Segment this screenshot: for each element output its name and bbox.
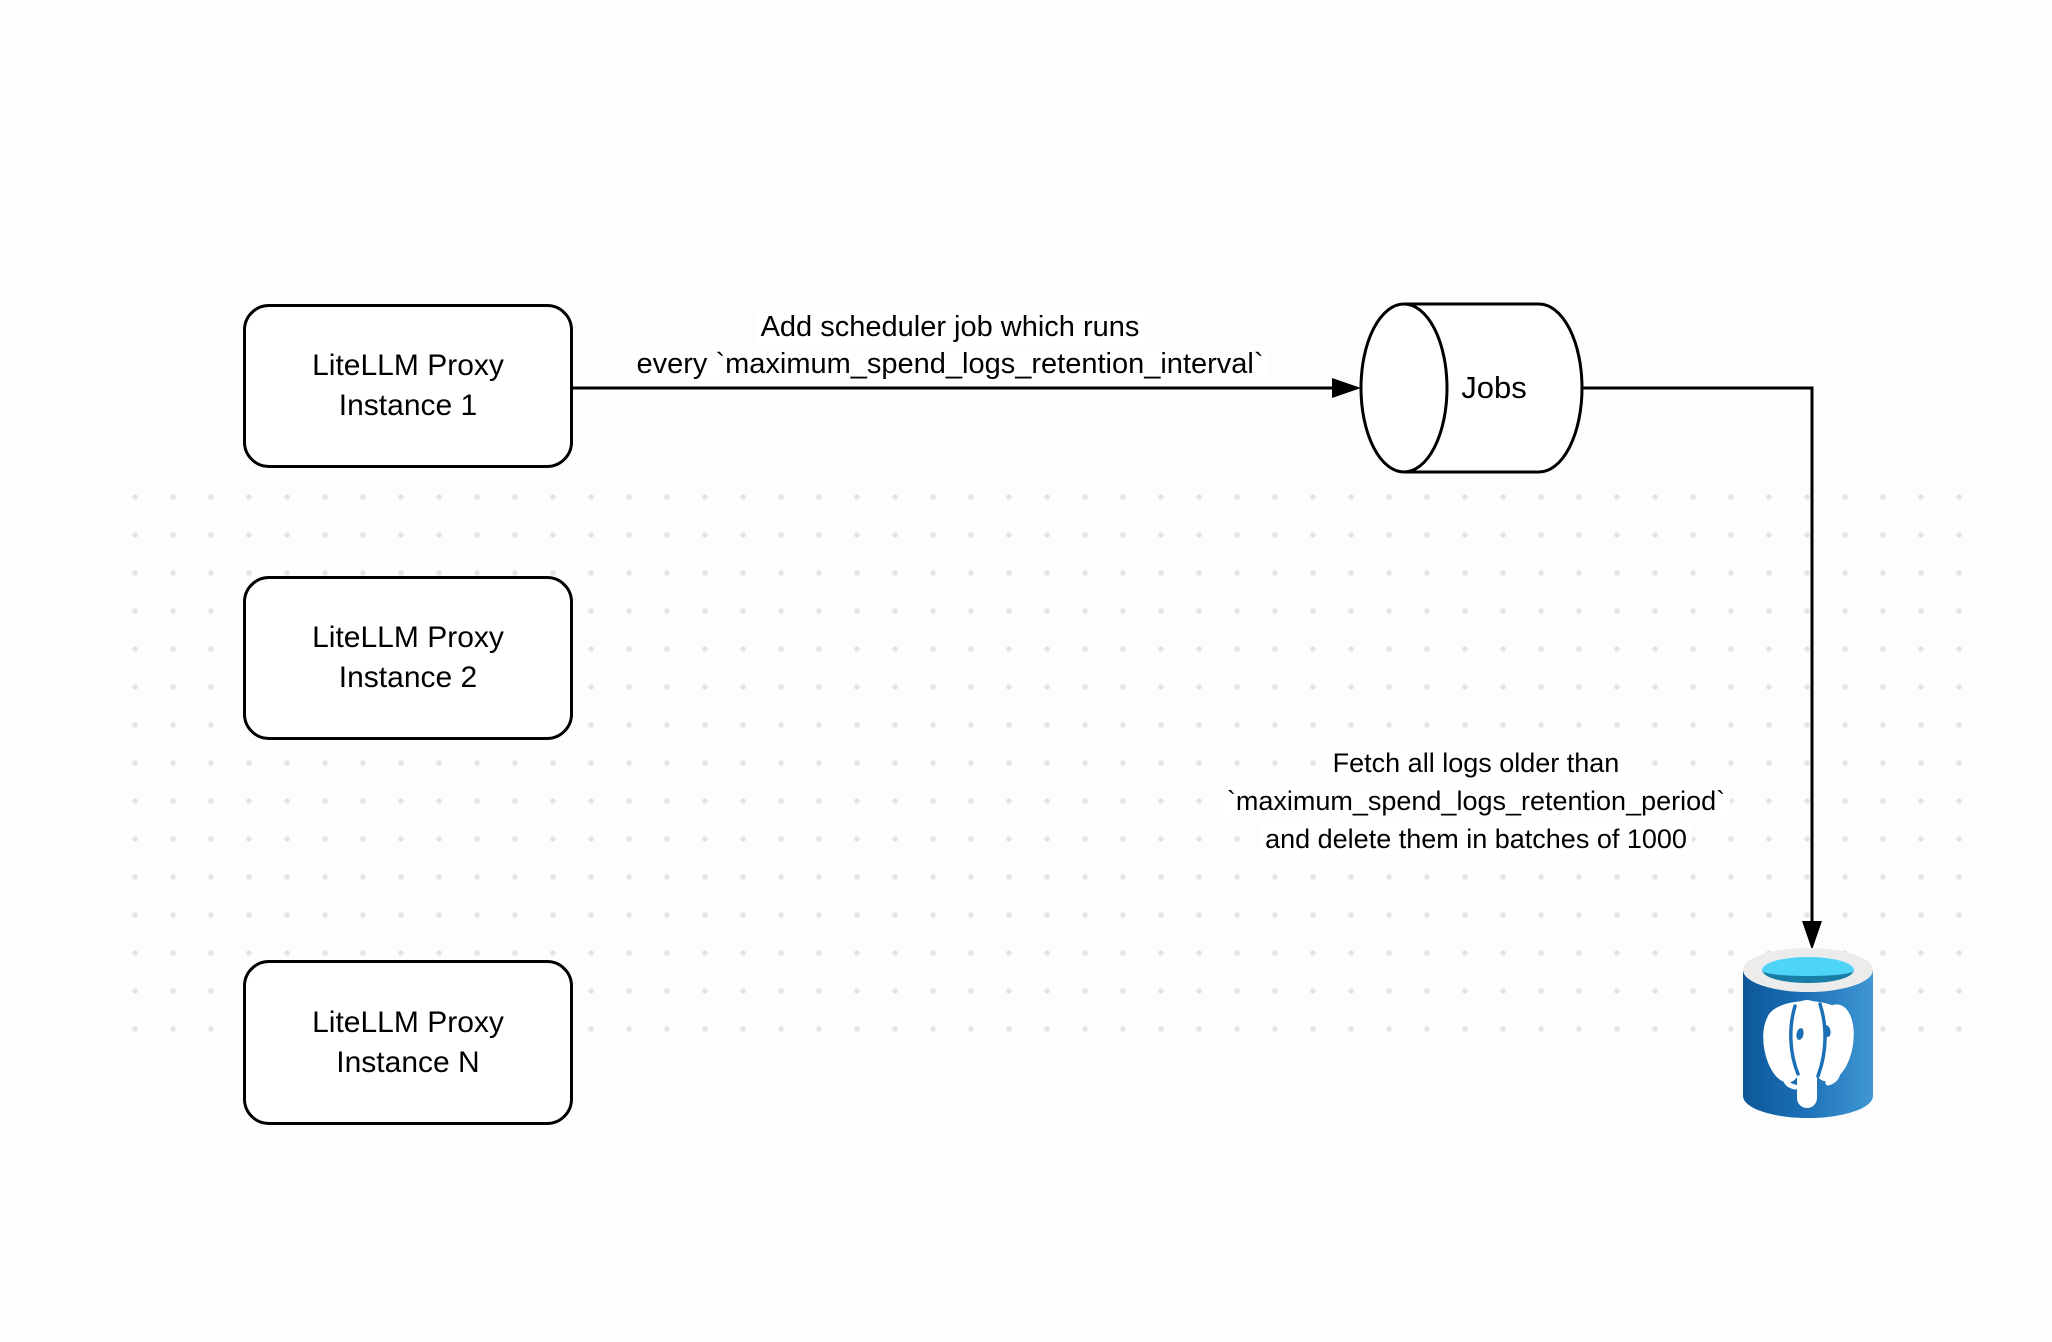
node-label-line: Instance 1 [338,389,478,422]
node-label-line: Instance N [336,1045,480,1079]
edge-label-line: `maximum_spend_logs_retention_period` [1140,782,1812,820]
node-label-line: LiteLLM Proxy [312,1005,504,1039]
edge-label-line: Add scheduler job which runs [560,309,1340,346]
edge-label-line: Fetch all logs older than [1140,744,1812,782]
node-label-line: LiteLLM Proxy [312,621,504,654]
edge-label-scheduler: Add scheduler job which runs every `maxi… [560,309,1340,383]
node-label-line: Instance 2 [338,661,478,694]
node-litellm-proxy-instance-2: LiteLLM Proxy Instance 2 [243,576,573,740]
jobs-label: Jobs [1461,370,1527,405]
node-label-line: LiteLLM Proxy [312,349,504,382]
edge-label-line: every `maximum_spend_logs_retention_inte… [560,346,1340,383]
node-litellm-proxy-instance-1: LiteLLM Proxy Instance 1 [243,304,573,468]
node-litellm-proxy-instance-n: LiteLLM Proxy Instance N [243,960,573,1125]
edge-label-fetch: Fetch all logs older than `maximum_spend… [1140,744,1812,858]
edge-label-line: and delete them in batches of 1000 [1140,820,1812,858]
